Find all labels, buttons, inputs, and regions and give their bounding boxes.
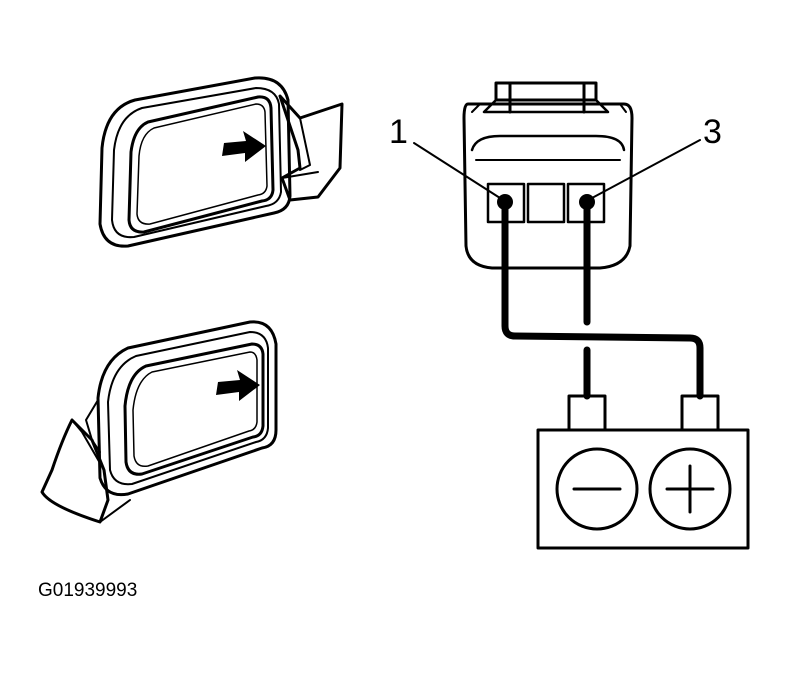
lower-mirror-housing [96, 320, 278, 497]
battery-negative-post [567, 394, 607, 432]
upper-mirror-arrow-icon [222, 131, 266, 162]
battery [536, 394, 750, 550]
battery-positive-post [680, 394, 720, 432]
battery-case [536, 428, 750, 550]
upper-mirror [98, 76, 344, 248]
lower-mirror-arrow-icon [216, 370, 260, 401]
lower-mirror [40, 320, 278, 524]
pin-1-leader-line [413, 142, 501, 199]
pin-1-label: 1 [389, 113, 408, 151]
battery-positive-symbol [648, 447, 732, 531]
lower-mirror-glass [123, 342, 265, 476]
connector-body [462, 102, 634, 270]
mirror-connector [462, 81, 634, 270]
battery-negative-symbol [555, 447, 639, 531]
figure-code: G01939993 [38, 580, 137, 601]
upper-mirror-glass [127, 95, 275, 234]
upper-mirror-housing [98, 76, 292, 248]
pin-3-label: 3 [703, 113, 722, 151]
upper-mirror-base [278, 94, 344, 202]
wire-terminal-1 [501, 201, 704, 400]
pin-3-leader-line [591, 139, 701, 199]
connector-cavity-2 [526, 182, 566, 224]
wires [501, 201, 704, 400]
